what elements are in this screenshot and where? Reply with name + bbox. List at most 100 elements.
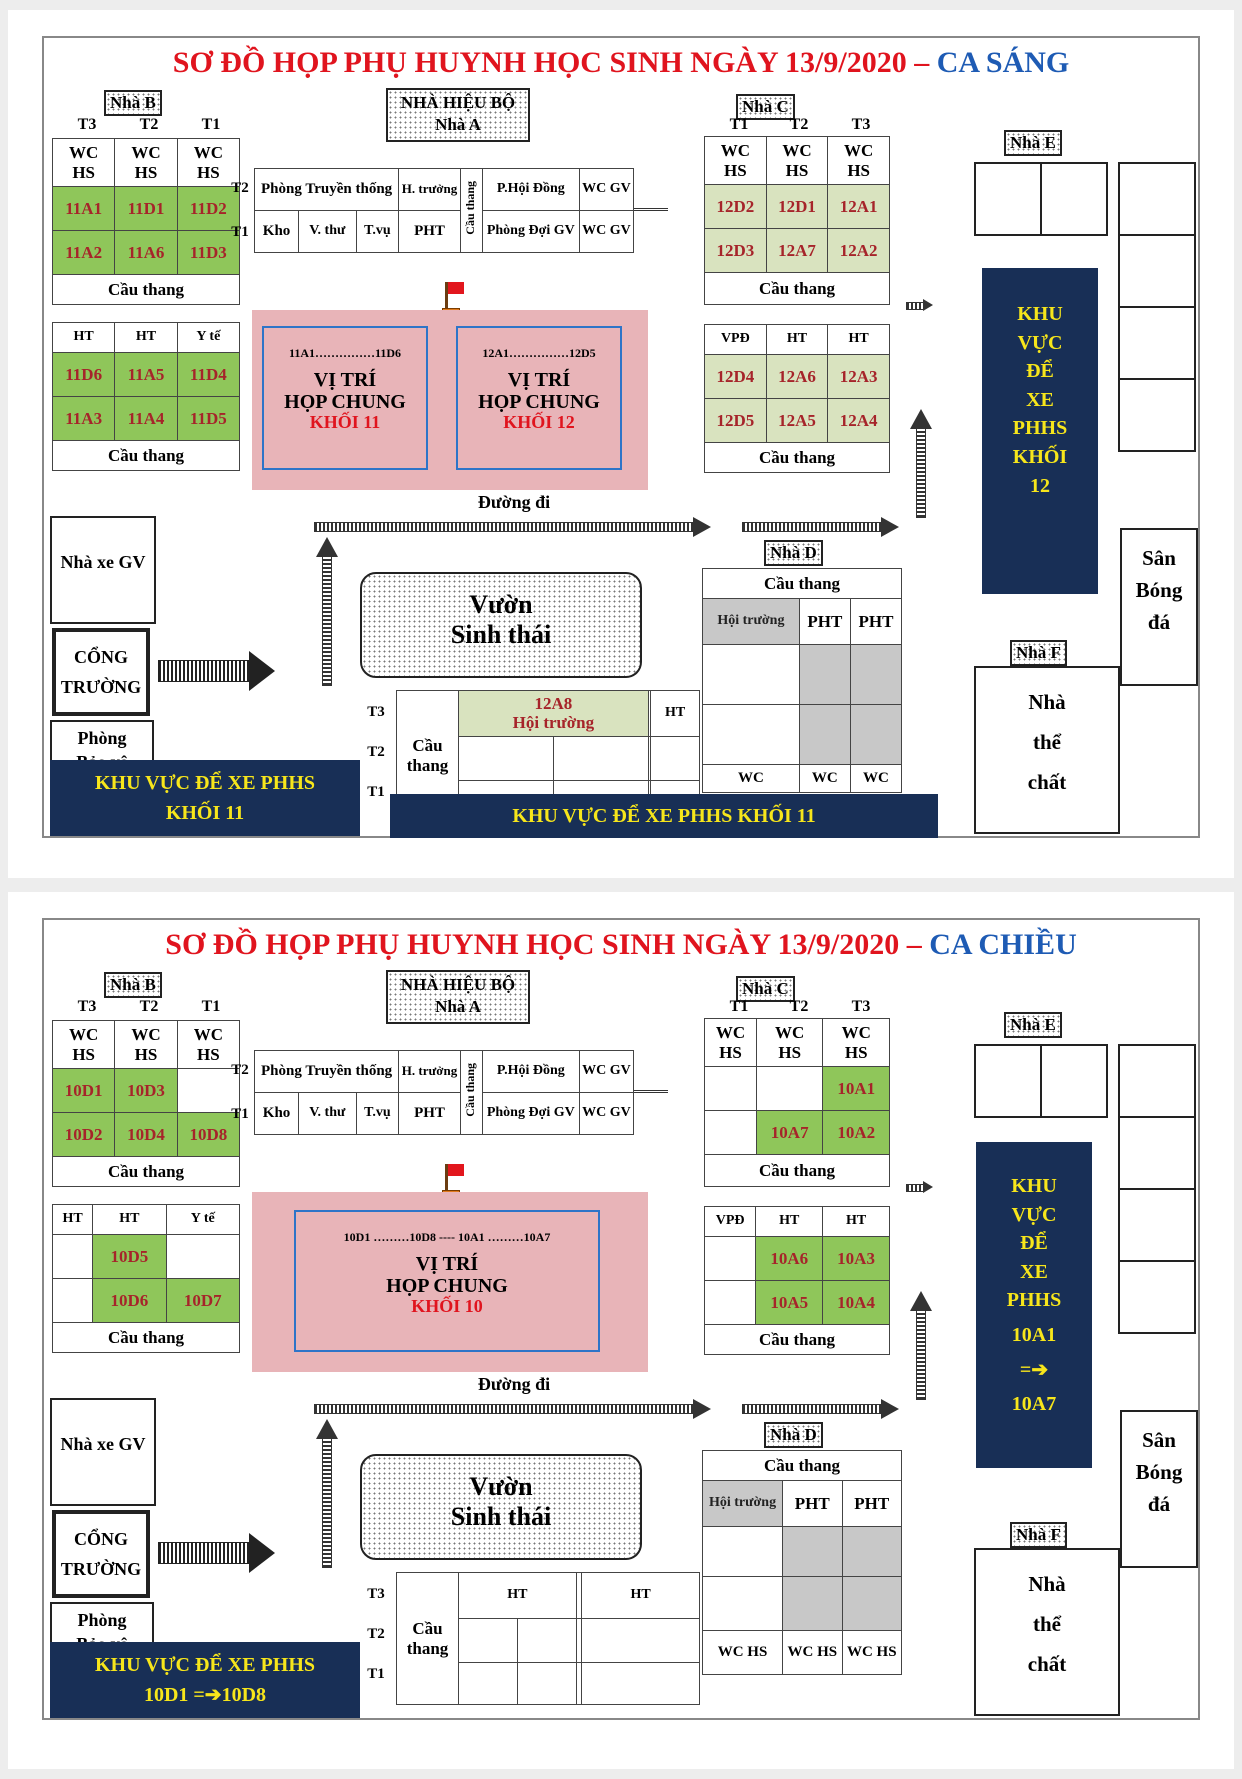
classroom-cell: 10A4 <box>822 1280 890 1325</box>
classroom-cell: 12A1 <box>827 184 890 229</box>
vice-principal-cell: PHT <box>849 598 903 645</box>
stairs-cell: Cầu thang <box>704 442 890 473</box>
nha-c-tag: Nhà C <box>736 94 795 120</box>
classroom-cell: 10A5 <box>755 1280 824 1325</box>
room-cell: WC GV <box>578 1050 635 1093</box>
classroom-cell: 11A6 <box>114 230 178 275</box>
classroom-cell: 12A5 <box>765 398 829 443</box>
vice-principal-cell: PHT <box>798 598 851 645</box>
principal-cell: HT <box>650 690 700 737</box>
empty-cell <box>849 644 903 705</box>
room-cell: WC GV <box>578 210 635 253</box>
floor-label-t3: T3 <box>851 116 871 133</box>
empty-cell <box>701 1576 784 1631</box>
room-cell: PHT <box>398 210 461 253</box>
title-shift: CA CHIỀU <box>929 928 1077 961</box>
empty-cell <box>51 1234 94 1279</box>
room-cell: T.vụ <box>355 1092 400 1135</box>
title-shift: CA SÁNG <box>936 46 1070 79</box>
gate-arrow-icon <box>158 651 275 691</box>
classroom-cell: 11D1 <box>114 186 178 231</box>
nha-f-tag: Nhà F <box>1010 640 1067 666</box>
classroom-cell: 10D6 <box>92 1278 167 1323</box>
road-arrow-up <box>910 1291 932 1400</box>
room-cell: Phòng Truyền thống <box>253 168 400 211</box>
empty-cell <box>516 1662 577 1705</box>
road-arrow-up <box>316 1419 338 1568</box>
empty-cell <box>704 1110 757 1155</box>
stairs-cell: Cầu thang <box>704 1154 890 1187</box>
classroom-cell: 10D3 <box>114 1068 178 1113</box>
empty-cell <box>650 736 700 781</box>
classroom-cell: 11A4 <box>114 396 178 441</box>
meeting-area <box>252 310 648 490</box>
nha-e-tag: Nhà E <box>1004 130 1062 156</box>
empty-cell <box>581 1662 700 1705</box>
empty-cell <box>552 736 649 781</box>
stairs-cell: Cầu thang <box>702 568 902 599</box>
parking-area-k11-bottom: KHU VỰC ĐỂ XE PHHS KHỐI 11 <box>390 794 938 838</box>
stairs-cell: Cầu thang <box>52 274 240 305</box>
classroom-cell: 12D3 <box>704 228 767 273</box>
classroom-cell: 12A4 <box>827 398 890 443</box>
medical-cell: Y tế <box>165 1204 241 1235</box>
wc-cell: WC HS <box>782 1630 843 1675</box>
empty-cell <box>516 1618 577 1663</box>
room-cell: P.Hội Đồng <box>481 1050 580 1093</box>
floor-label-t2: T2 <box>789 116 809 133</box>
floor-label-t2: T2 <box>367 1626 385 1642</box>
afternoon-sheet: SƠ ĐỒ HỌP PHỤ HUYNH HỌC SINH NGÀY 13/9/2… <box>8 892 1234 1769</box>
empty-cell <box>703 1236 757 1281</box>
road-arrow-up <box>910 409 932 518</box>
office-cell: VPĐ <box>703 1206 757 1237</box>
road-arrow-up <box>316 537 338 686</box>
nha-e-room <box>1118 1260 1196 1334</box>
nha-f-tag: Nhà F <box>1010 1522 1067 1548</box>
wc-cell: WC <box>798 764 851 793</box>
wc-cell: WC <box>702 764 800 793</box>
classroom-cell: 11D6 <box>51 352 116 397</box>
principal-cell: HT <box>822 1206 890 1237</box>
room-cell: H. trưởng <box>398 1050 461 1093</box>
wc-cell: WC HS <box>841 1630 903 1675</box>
wc-cell: WC <box>849 764 903 793</box>
empty-cell <box>755 1066 824 1111</box>
medical-cell: Y tế <box>176 322 241 353</box>
classroom-cell: 12D5 <box>704 398 767 443</box>
nha-d-tag: Nhà D <box>764 540 823 566</box>
vice-principal-cell: PHT <box>841 1480 903 1527</box>
road-arrow <box>742 1399 899 1419</box>
wc-cell: WC HS <box>701 1630 784 1675</box>
classroom-cell: 10A1 <box>822 1066 890 1111</box>
gate-arrow-icon <box>158 1533 275 1573</box>
classroom-cell: 10D2 <box>51 1112 116 1157</box>
empty-cell <box>702 644 800 705</box>
stairs-cell: Cầu thang <box>52 440 240 471</box>
floor-label-t2: T2 <box>139 116 159 133</box>
room-cell: WC GV <box>578 1092 635 1135</box>
nha-e-room <box>1118 378 1196 452</box>
floor-label-t3: T3 <box>851 998 871 1015</box>
room-cell: WC GV <box>578 168 635 211</box>
empty-cell <box>782 1576 843 1631</box>
classroom-cell: 11A2 <box>51 230 116 275</box>
principal-cell: HT <box>114 322 178 353</box>
